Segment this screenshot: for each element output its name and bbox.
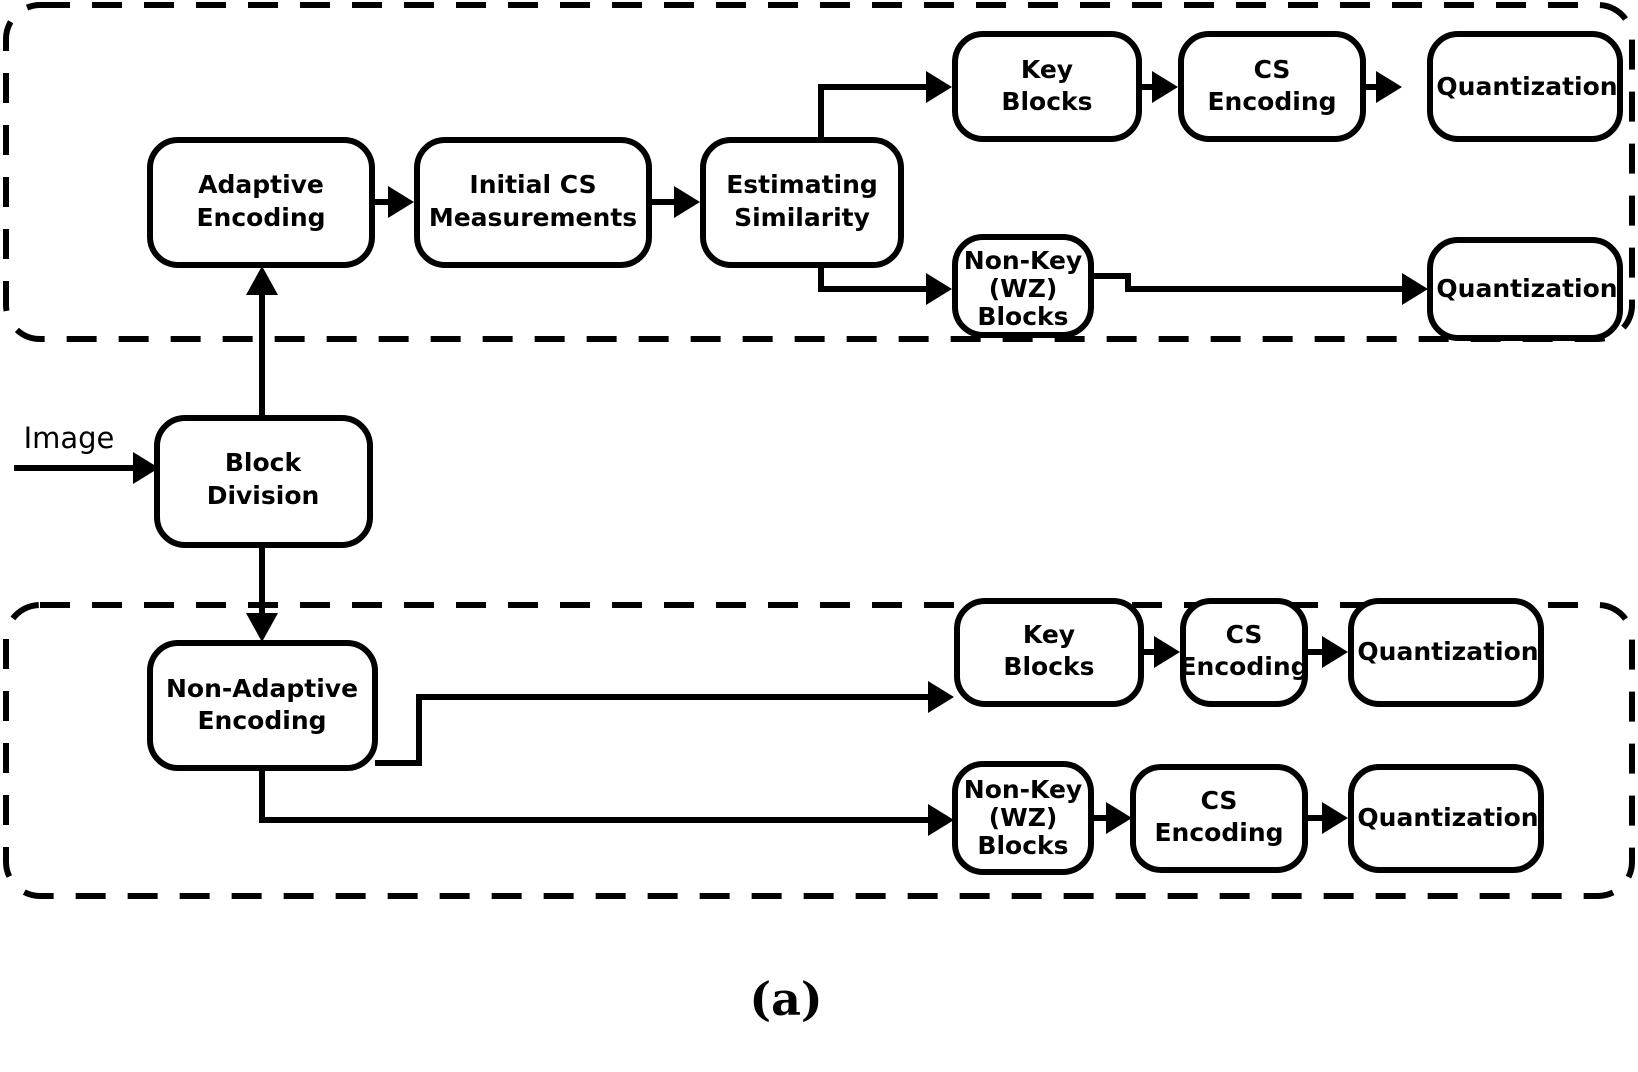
edge-non-adaptive-encoding-to-nonkey-blocks (259, 768, 928, 823)
node-adaptive-encoding-line1: Adaptive (198, 170, 324, 199)
node-na-key-cs-encoding[interactable]: CS Encoding (1179, 598, 1309, 707)
node-na-nonkey-blocks-line1: Non-Key (964, 775, 1082, 804)
node-adaptive-cs-encoding[interactable]: CS Encoding (1178, 31, 1366, 142)
node-na-nonkey-cs-encoding-line1: CS (1201, 786, 1238, 815)
arrowhead-nonkey-blocks-to-quantization-adaptive (1402, 273, 1428, 305)
group-adaptive-branch (3, 2, 1635, 342)
edge-estimating-similarity-to-nonkey-blocks (818, 264, 926, 292)
node-na-nonkey-quantization[interactable]: Quantization (1348, 764, 1544, 873)
arrowhead-estimating-similarity-to-key-blocks (926, 71, 952, 103)
arrowhead-estimating-similarity-to-nonkey-blocks (926, 273, 952, 305)
node-initial-cs-measurements[interactable]: Initial CS Measurements (414, 137, 652, 268)
node-adaptive-encoding[interactable]: Adaptive Encoding (147, 137, 375, 268)
node-estimating-similarity-line2: Similarity (734, 203, 870, 232)
node-na-key-blocks-line1: Key (1023, 620, 1075, 649)
node-non-adaptive-encoding-line2: Encoding (197, 706, 326, 735)
node-adaptive-key-blocks-line1: Key (1021, 55, 1073, 84)
arrowhead-na-nonkey-blocks-to-cs-encoding (1106, 802, 1132, 834)
input-label-image: Image (24, 421, 115, 455)
arrowhead-block-division-to-non-adaptive-encoding (246, 613, 278, 642)
node-initial-cs-measurements-line2: Measurements (429, 203, 637, 232)
node-na-key-cs-encoding-line1: CS (1226, 620, 1263, 649)
node-adaptive-cs-encoding-line1: CS (1254, 55, 1291, 84)
node-adaptive-nonkey-quantization[interactable]: Quantization (1427, 237, 1623, 341)
arrowhead-non-adaptive-encoding-to-nonkey-blocks (928, 804, 954, 836)
node-adaptive-nonkey-blocks-line3: Blocks (977, 302, 1068, 331)
node-adaptive-key-blocks-line2: Blocks (1001, 87, 1092, 116)
node-estimating-similarity-line1: Estimating (726, 170, 878, 199)
arrowhead-non-adaptive-encoding-to-key-blocks (928, 681, 954, 713)
node-adaptive-key-quantization-line1: Quantization (1436, 72, 1617, 101)
node-initial-cs-measurements-line1: Initial CS (469, 170, 596, 199)
node-adaptive-nonkey-blocks-line2: (WZ) (989, 274, 1058, 303)
node-na-key-cs-encoding-line2: Encoding (1179, 652, 1308, 681)
arrowhead-cs-encoding-to-quantization-adaptive-key (1376, 71, 1402, 103)
node-na-nonkey-cs-encoding-line2: Encoding (1154, 818, 1283, 847)
node-block-division-line1: Block (225, 448, 303, 477)
node-adaptive-nonkey-blocks-line1: Non-Key (964, 246, 1082, 275)
node-na-nonkey-cs-encoding[interactable]: CS Encoding (1130, 764, 1308, 873)
node-na-key-blocks[interactable]: Key Blocks (954, 598, 1144, 707)
node-na-key-quantization[interactable]: Quantization (1348, 598, 1544, 707)
node-na-nonkey-blocks[interactable]: Non-Key (WZ) Blocks (952, 761, 1094, 875)
node-adaptive-nonkey-quantization-line1: Quantization (1436, 274, 1617, 303)
node-non-adaptive-encoding-line1: Non-Adaptive (166, 674, 358, 703)
arrowhead-na-nonkey-cs-encoding-to-quantization (1322, 802, 1348, 834)
arrowhead-na-key-cs-encoding-to-quantization (1322, 636, 1348, 668)
figure-caption: (a) (749, 972, 822, 1026)
arrowhead-na-key-blocks-to-cs-encoding (1154, 636, 1180, 668)
arrowhead-initial-cs-to-estimating-similarity (674, 186, 700, 218)
node-adaptive-encoding-line2: Encoding (196, 203, 325, 232)
edge-estimating-similarity-to-key-blocks (818, 84, 926, 140)
arrowhead-key-blocks-to-cs-encoding-adaptive (1152, 71, 1178, 103)
arrowhead-block-division-to-adaptive-encoding (246, 266, 278, 295)
node-na-nonkey-quantization-line1: Quantization (1357, 803, 1538, 832)
edge-nonkey-blocks-to-quantization-adaptive (1090, 273, 1402, 292)
node-na-nonkey-blocks-line3: Blocks (977, 831, 1068, 860)
node-na-key-blocks-line2: Blocks (1003, 652, 1094, 681)
group-non-adaptive-branch (3, 602, 1635, 899)
edge-non-adaptive-encoding-to-key-blocks (375, 694, 928, 766)
node-estimating-similarity[interactable]: Estimating Similarity (700, 137, 904, 268)
node-adaptive-cs-encoding-line2: Encoding (1207, 87, 1336, 116)
node-na-key-quantization-line1: Quantization (1357, 637, 1538, 666)
arrowhead-image-to-block-division (133, 452, 159, 484)
node-adaptive-key-blocks[interactable]: Key Blocks (952, 31, 1142, 142)
arrowhead-adaptive-encoding-to-initial-cs (388, 186, 414, 218)
node-na-nonkey-blocks-line2: (WZ) (989, 803, 1058, 832)
node-adaptive-key-quantization[interactable]: Quantization (1427, 31, 1623, 142)
node-adaptive-nonkey-blocks[interactable]: Non-Key (WZ) Blocks (952, 234, 1094, 338)
node-block-division[interactable]: Block Division (154, 415, 373, 548)
node-non-adaptive-encoding[interactable]: Non-Adaptive Encoding (147, 640, 378, 771)
node-block-division-line2: Division (207, 481, 320, 510)
